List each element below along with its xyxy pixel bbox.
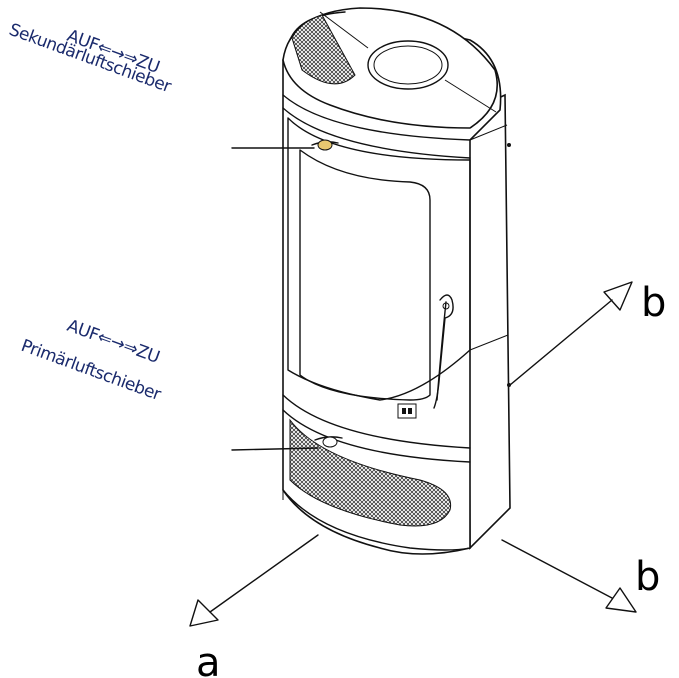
direction-arrow-b-lower xyxy=(501,539,637,613)
direction-label-b-upper: b xyxy=(641,280,666,326)
flue-collar xyxy=(367,40,449,90)
top-vent xyxy=(291,14,356,85)
primary-air-slider[interactable] xyxy=(314,436,343,448)
ash-vent xyxy=(289,418,452,527)
stove xyxy=(282,7,511,555)
direction-arrow-b-upper xyxy=(509,281,633,386)
side-panel xyxy=(467,93,511,550)
direction-arrow-a xyxy=(189,534,319,627)
secondary-air-slider[interactable] xyxy=(311,139,339,151)
direction-label-a: a xyxy=(196,640,221,678)
direction-label-b-lower: b xyxy=(635,554,660,600)
primary-leader xyxy=(231,447,319,451)
maker-badge xyxy=(397,403,417,419)
door-window xyxy=(299,149,431,401)
